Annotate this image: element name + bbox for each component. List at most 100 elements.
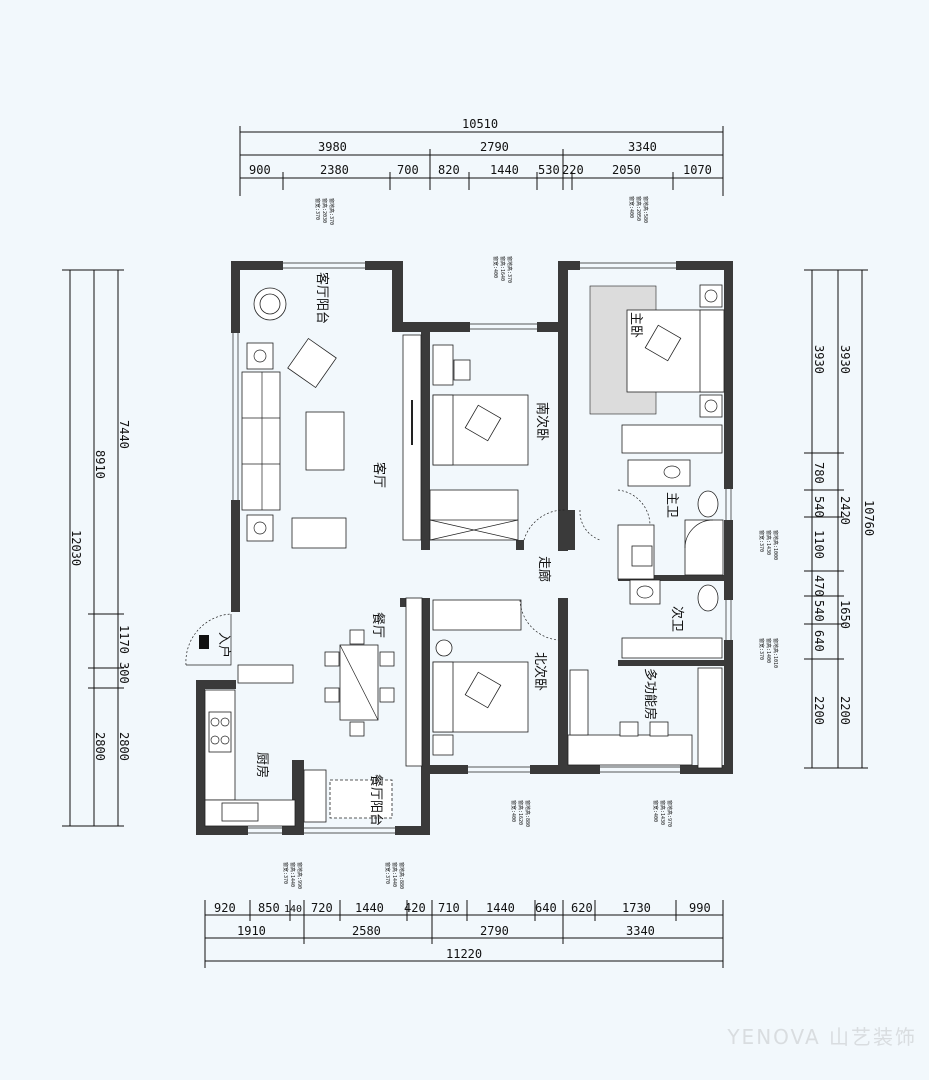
dim-top-detail: 1070 (683, 163, 712, 177)
window-note: 窗高:1620 (517, 800, 524, 825)
wardrobe-icon (621, 424, 723, 454)
shower-icon (684, 519, 724, 576)
label-north-bedroom: 北次卧 (532, 652, 548, 691)
window-note: 窗高:1430 (765, 530, 772, 555)
dim-left: 1170 (117, 625, 131, 654)
dim-top-mid: 3980 (318, 140, 347, 154)
window-note: 窗地高:1000 (772, 530, 779, 560)
window-note: 窗高:2030 (321, 198, 328, 223)
label-guest-bath: 次卫 (669, 606, 685, 632)
wardrobe-icon (432, 344, 454, 386)
dim-right: 10760 (862, 500, 876, 536)
window-note: 窗高:1440 (391, 862, 398, 887)
label-corridor: 走廊 (536, 556, 552, 582)
dim-bottom-detail: 1440 (486, 901, 515, 915)
dim-left: 12030 (69, 530, 83, 566)
label-master-bath: 主卫 (664, 492, 679, 518)
dimension-left: 7440 8910 12030 1170 300 2800 2800 (62, 269, 131, 827)
label-dining-balcony: 餐厅阳台 (368, 774, 384, 826)
room-labels: 客厅阳台 客厅 南次卧 主卧 主卫 走廊 次卫 北次卧 多功能房 餐厅 入户 厨… (216, 272, 685, 826)
dimension-right: 3930 3930 780 540 1100 2420 470 540 640 … (804, 269, 876, 769)
window-note: 窗地高:990 (296, 862, 303, 889)
dim-top-detail: 2050 (612, 163, 641, 177)
dim-right: 1650 (838, 600, 852, 629)
window-note: 窗宽:370 (314, 198, 321, 220)
dim-bottom-detail: 710 (438, 901, 460, 915)
dim-left: 7440 (117, 420, 131, 449)
label-living-room: 客厅 (371, 462, 387, 488)
shelf-icon (697, 667, 723, 769)
dim-bottom-detail: 990 (689, 901, 711, 915)
dim-right: 3930 (838, 345, 852, 374)
label-master-bedroom: 主卧 (628, 312, 643, 338)
dim-bottom-detail: 850 (258, 901, 280, 915)
window-note: 窗宽:370 (758, 638, 765, 660)
dim-bottom-detail: 620 (571, 901, 593, 915)
window-note: 窗高:2050 (635, 196, 642, 221)
dim-right: 640 (812, 630, 826, 652)
side-table-icon (246, 342, 274, 370)
dim-right: 1100 (812, 530, 826, 559)
dim-top-mid: 2790 (480, 140, 509, 154)
window-note: 窗宽:400 (492, 256, 499, 278)
dim-top-detail: 900 (249, 163, 271, 177)
dim-right: 540 (812, 600, 826, 622)
window-notes: 窗宽:370 窗高:2030 窗地高:370 窗宽:400 窗高:1640 窗地… (282, 196, 779, 889)
dim-top-detail: 2380 (320, 163, 349, 177)
dim-left: 2800 (117, 732, 131, 761)
entrance-door[interactable] (186, 614, 232, 666)
window-note: 窗宽:400 (510, 800, 517, 822)
dim-right: 540 (812, 496, 826, 518)
dim-top-detail: 220 (562, 163, 584, 177)
dim-bottom-detail: 1440 (355, 901, 384, 915)
dim-right: 2200 (812, 696, 826, 725)
dim-bottom-mid: 3340 (626, 924, 655, 938)
watermark: YENOVA 山艺装饰 (727, 1025, 917, 1049)
sink-icon (629, 579, 661, 605)
dim-bottom-detail: 420 (404, 901, 426, 915)
dim-bottom-mid: 1910 (237, 924, 266, 938)
dim-bottom-mid: 2580 (352, 924, 381, 938)
window-note: 窗宽:370 (384, 862, 391, 884)
entrance-arrow-icon (199, 635, 209, 649)
kitchen-sink-icon (221, 802, 259, 822)
window-note: 窗地高:370 (506, 256, 513, 283)
window-note: 窗高:1640 (499, 256, 506, 281)
window-note: 窗地高:580 (642, 196, 649, 223)
dim-right: 2200 (838, 696, 852, 725)
dim-top-detail: 530 (538, 163, 560, 177)
walls (196, 261, 733, 835)
window-note: 窗宽:370 (282, 862, 289, 884)
dim-left: 300 (117, 662, 131, 684)
toilet-icon (697, 584, 719, 612)
dim-top-detail: 700 (397, 163, 419, 177)
dim-left: 2800 (93, 732, 107, 761)
window-note: 窗高:1440 (289, 862, 296, 887)
dim-bottom-detail: 720 (311, 901, 333, 915)
dim-top-mid: 3340 (628, 140, 657, 154)
window-note: 窗高:1400 (765, 638, 772, 663)
window-note: 窗宽:400 (652, 800, 659, 822)
label-kitchen: 厨房 (254, 752, 270, 778)
window-note: 窗宽:400 (628, 196, 635, 218)
label-entrance: 入户 (216, 632, 232, 658)
windows (232, 262, 732, 834)
window-note: 窗宽:370 (758, 530, 765, 552)
window-note: 窗地高:370 (328, 198, 335, 225)
sofa-icon (241, 371, 281, 511)
dim-right: 3930 (812, 345, 826, 374)
label-multi-room: 多功能房 (642, 668, 658, 720)
armchair-icon (287, 337, 337, 389)
label-living-balcony: 客厅阳台 (314, 272, 330, 324)
dim-bottom-detail: 140 (284, 904, 302, 915)
window-note: 窗地高:880 (524, 800, 531, 827)
dim-bottom-detail: 640 (535, 901, 557, 915)
dim-left: 8910 (93, 450, 107, 479)
dim-bottom-detail: 920 (214, 901, 236, 915)
window-note: 窗高:1430 (659, 800, 666, 825)
window-note: 窗地高:1010 (772, 638, 779, 668)
sink-icon (627, 459, 691, 487)
dim-bottom-mid: 2790 (480, 924, 509, 938)
dim-top-total: 10510 (462, 117, 498, 131)
